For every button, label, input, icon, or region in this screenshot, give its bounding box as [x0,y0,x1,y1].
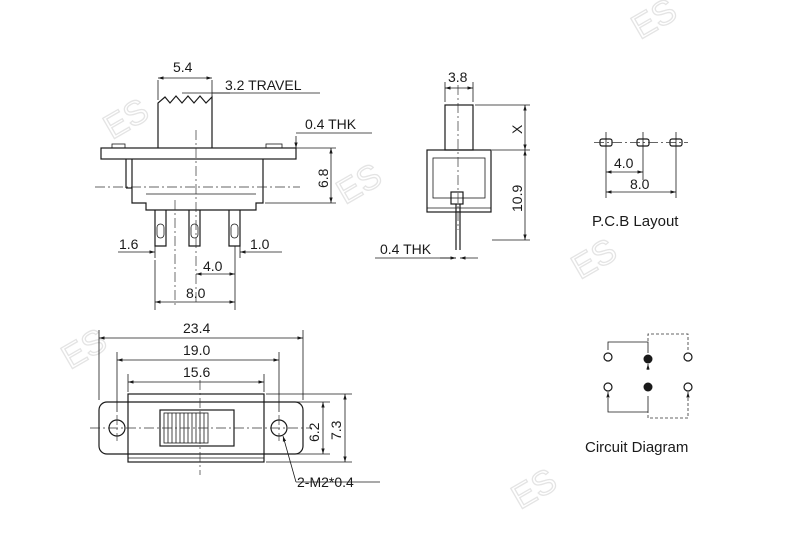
end-body-inner [432,157,486,199]
dim-pin-thickness: 0.4 THK [380,241,432,257]
svg-text:ES: ES [505,461,563,517]
side-actuator [157,95,213,148]
svg-text:ES: ES [330,156,388,212]
top-view: 23.4 19.0 15.6 6.2 7.3 2-M2*0.4 [90,320,380,490]
circuit-common-1 [643,354,653,364]
dim-body-length: 15.6 [183,364,210,380]
end-view: 3.8 X 10.9 0.4 THK [375,69,530,260]
dim-hole-spacing: 19.0 [183,342,210,358]
dim-end-actuator-width: 3.8 [448,69,468,85]
circuit-contact-4 [683,382,693,392]
dim-end-height: 10.9 [509,185,525,212]
dim-pin-span: 8.0 [186,285,206,301]
circuit-contact-1 [603,352,613,362]
svg-text:ES: ES [55,321,113,377]
dim-pin-pitch: 4.0 [203,258,223,274]
side-terminals [154,210,241,247]
dim-plate-thickness: 0.4 THK [305,116,357,132]
circuit-contact-2 [683,352,693,362]
side-body [131,159,264,211]
dim-height-inner: 6.2 [306,422,322,442]
pcb-layout-caption: P.C.B Layout [592,213,679,230]
dim-right-offset: 1.0 [250,236,270,252]
side-mount-tab-right [265,143,283,149]
dim-overall-length: 23.4 [183,320,210,336]
pcb-layout: 4.0 8.0 P.C.B Layout [592,132,688,230]
terminal-slot-3 [230,223,239,239]
hole-callout: 2-M2*0.4 [297,474,354,490]
svg-text:ES: ES [565,231,623,287]
circuit-common-2 [643,382,653,392]
end-actuator [444,104,474,151]
circuit-caption: Circuit Diagram [585,439,688,456]
end-body [426,149,492,213]
terminal-slot-2 [190,223,199,239]
end-contact [450,191,464,205]
svg-text:ES: ES [97,91,155,147]
side-view: 5.4 3.2 TRAVEL 0.4 THK 6.8 1.6 1.0 4.0 8… [95,59,372,310]
circuit-diagram: Circuit Diagram [585,333,693,456]
dim-travel: 3.2 TRAVEL [225,77,302,93]
dim-height-outer: 7.3 [328,420,344,440]
side-mount-plate [100,147,297,160]
dim-pcb-pitch: 4.0 [614,155,634,171]
side-mount-tab-left [111,143,126,149]
circuit-contact-3 [603,382,613,392]
dim-left-offset: 1.6 [119,236,139,252]
dim-pcb-span: 8.0 [630,176,650,192]
dim-actuator-width: 5.4 [173,59,193,75]
svg-text:ES: ES [625,0,683,47]
terminal-slot-1 [156,223,165,239]
dim-body-height: 6.8 [315,168,331,188]
dim-x: X [509,124,525,134]
